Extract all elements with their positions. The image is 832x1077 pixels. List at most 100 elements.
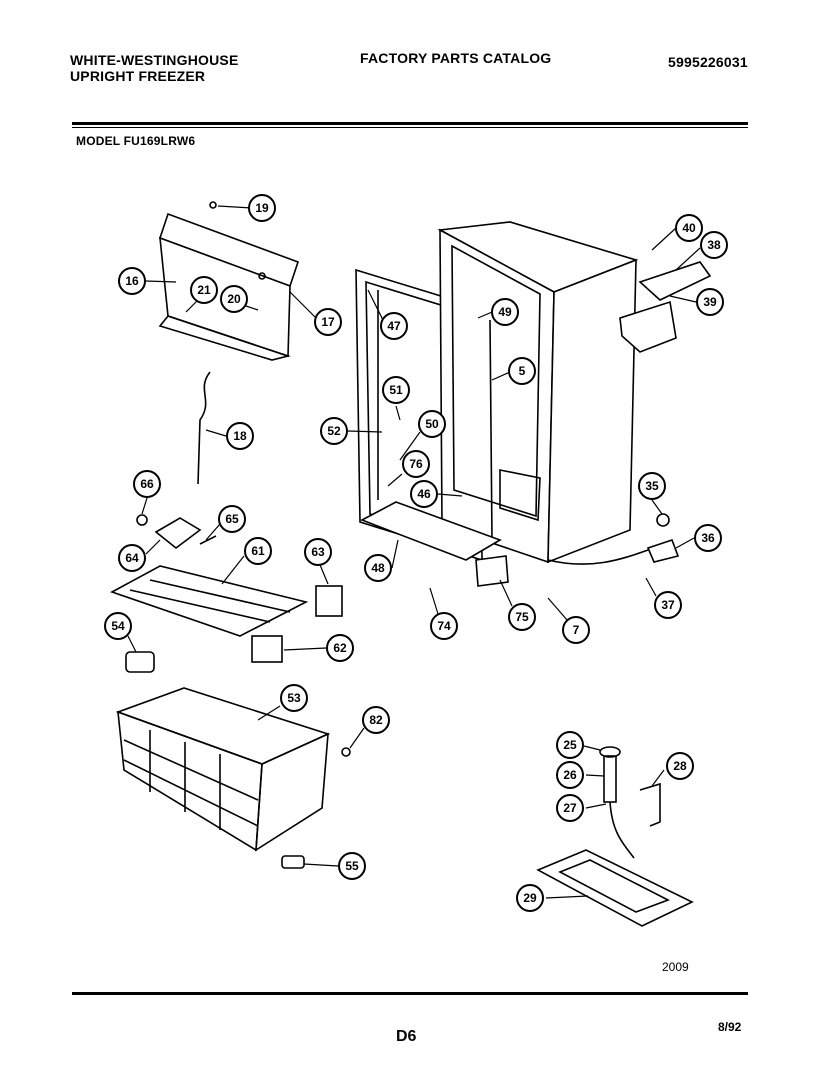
part-hinge-38 (619, 261, 712, 353)
svg-text:19: 19 (255, 201, 269, 215)
svg-text:49: 49 (498, 305, 512, 319)
callout-16: 16 (118, 267, 146, 295)
part-clip-64 (136, 514, 217, 550)
callout-74: 74 (430, 612, 458, 640)
leader-lines (127, 205, 701, 899)
part-drain-pan-29 (536, 849, 694, 927)
svg-text:66: 66 (140, 477, 154, 491)
callout-17: 17 (314, 308, 342, 336)
svg-text:52: 52 (327, 424, 341, 438)
callout-61: 61 (244, 537, 272, 565)
svg-text:28: 28 (673, 759, 687, 773)
part-bracket-28 (639, 782, 661, 827)
svg-text:16: 16 (125, 274, 139, 288)
model-number: MODEL FU169LRW6 (76, 134, 196, 148)
header-rule-thin (72, 127, 748, 128)
part-82 (341, 747, 351, 757)
part-kick-75 (475, 555, 509, 587)
callout-75: 75 (508, 603, 536, 631)
svg-text:61: 61 (251, 544, 265, 558)
svg-text:75: 75 (515, 610, 529, 624)
part-shelf-61 (110, 565, 309, 637)
part-hinge-36 (547, 513, 680, 565)
page-number: D6 (396, 1028, 417, 1045)
svg-text:17: 17 (321, 315, 335, 329)
callout-66: 66 (133, 470, 161, 498)
svg-text:18: 18 (233, 429, 247, 443)
svg-text:38: 38 (707, 238, 721, 252)
svg-text:82: 82 (369, 713, 383, 727)
callout-64: 64 (118, 544, 146, 572)
callout-5: 5 (508, 357, 536, 385)
svg-text:25: 25 (563, 738, 577, 752)
figure-number: 2009 (662, 960, 689, 974)
svg-text:36: 36 (701, 531, 715, 545)
callout-53: 53 (280, 684, 308, 712)
svg-text:47: 47 (387, 319, 401, 333)
footer-rule (72, 992, 748, 995)
part-rod-18 (197, 371, 211, 485)
callout-48: 48 (364, 554, 392, 582)
brand-header: WHITE-WESTINGHOUSE UPRIGHT FREEZER (70, 52, 238, 84)
svg-text:40: 40 (682, 221, 696, 235)
callout-38: 38 (700, 231, 728, 259)
svg-text:48: 48 (371, 561, 385, 575)
svg-text:54: 54 (111, 619, 125, 633)
part-bracket-16 (158, 201, 300, 361)
callout-18: 18 (226, 422, 254, 450)
svg-text:62: 62 (333, 641, 347, 655)
callout-49: 49 (491, 298, 519, 326)
part-basket-53 (115, 687, 331, 852)
callout-36: 36 (694, 524, 722, 552)
svg-text:64: 64 (125, 551, 139, 565)
callout-82: 82 (362, 706, 390, 734)
svg-text:26: 26 (563, 768, 577, 782)
callout-55: 55 (338, 852, 366, 880)
callout-19: 19 (248, 194, 276, 222)
svg-text:63: 63 (311, 545, 325, 559)
callout-25: 25 (556, 731, 584, 759)
callout-50: 50 (418, 410, 446, 438)
catalog-title: FACTORY PARTS CATALOG (360, 50, 552, 66)
svg-text:20: 20 (227, 292, 241, 306)
callout-63: 63 (304, 538, 332, 566)
callout-26: 26 (556, 761, 584, 789)
svg-text:74: 74 (437, 619, 451, 633)
callout-27: 27 (556, 794, 584, 822)
svg-text:39: 39 (703, 295, 717, 309)
part-clip-55 (281, 855, 305, 869)
svg-text:35: 35 (645, 479, 659, 493)
callout-35: 35 (638, 472, 666, 500)
part-clip-54 (125, 651, 155, 673)
svg-text:5: 5 (519, 364, 526, 378)
callout-7: 7 (562, 616, 590, 644)
svg-text:76: 76 (409, 457, 423, 471)
callout-21: 21 (190, 276, 218, 304)
callout-51: 51 (382, 376, 410, 404)
part-block-63 (315, 585, 343, 617)
svg-text:55: 55 (345, 859, 359, 873)
header-rule (72, 122, 748, 125)
svg-text:21: 21 (197, 283, 211, 297)
callout-28: 28 (666, 752, 694, 780)
svg-text:53: 53 (287, 691, 301, 705)
catalog-number: 5995226031 (668, 54, 748, 70)
callout-76: 76 (402, 450, 430, 478)
part-cabinet (437, 221, 639, 564)
callout-39: 39 (696, 288, 724, 316)
callout-54: 54 (104, 612, 132, 640)
svg-text:51: 51 (389, 383, 403, 397)
svg-text:46: 46 (417, 487, 431, 501)
callout-29: 29 (516, 884, 544, 912)
svg-text:65: 65 (225, 512, 239, 526)
callout-47: 47 (380, 312, 408, 340)
product-type: UPRIGHT FREEZER (70, 68, 206, 84)
callout-40: 40 (675, 214, 703, 242)
brand-name: WHITE-WESTINGHOUSE (70, 52, 239, 68)
callout-37: 37 (654, 591, 682, 619)
revision-date: 8/92 (718, 1020, 742, 1034)
svg-text:37: 37 (661, 598, 675, 612)
part-block-62 (251, 635, 283, 663)
